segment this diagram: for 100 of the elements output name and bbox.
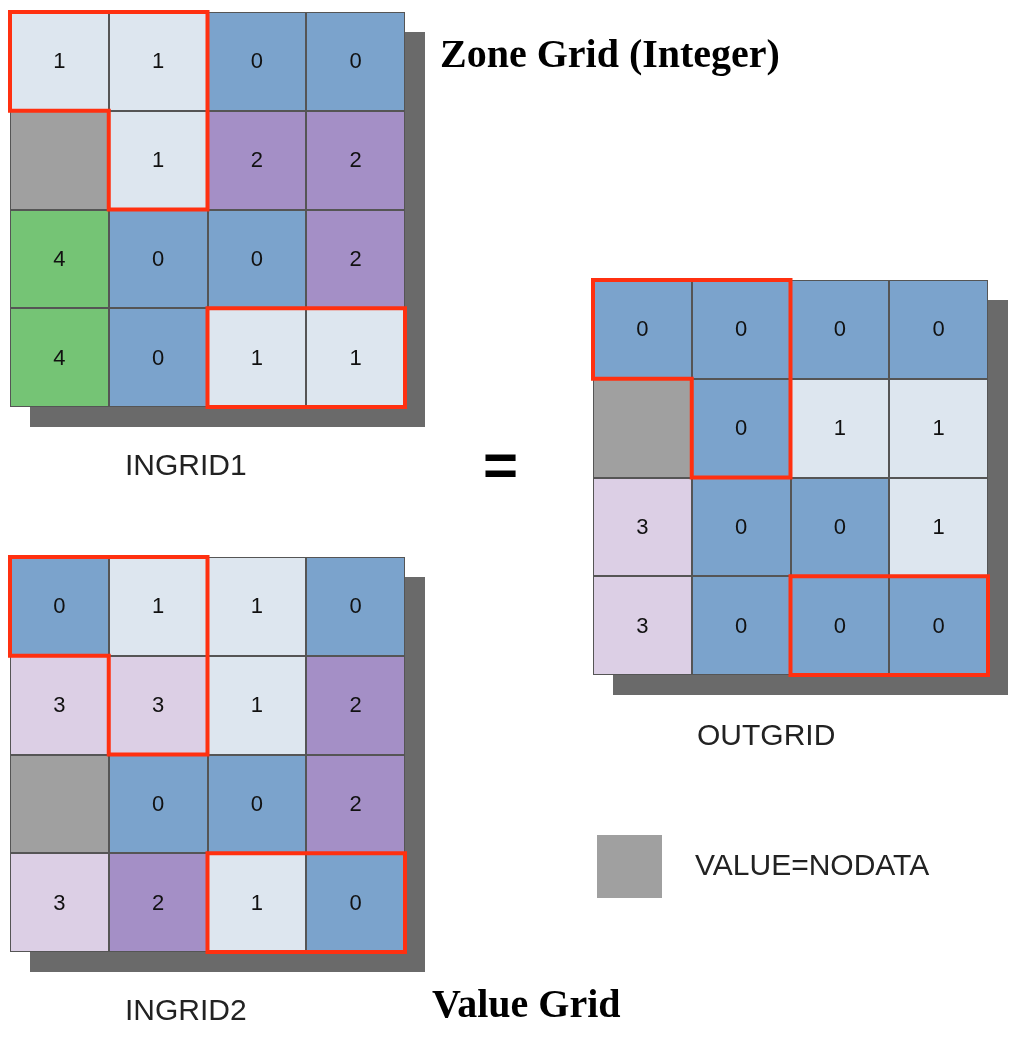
grid-title: Zone Grid (Integer) — [440, 30, 780, 77]
cell-value: 1 — [53, 48, 66, 75]
grid-cell — [207, 557, 307, 656]
grid-cell — [10, 853, 109, 952]
grid-cell — [207, 308, 307, 407]
grid-cell — [306, 557, 405, 656]
grid-cell — [108, 12, 208, 111]
grid-cell — [306, 655, 405, 755]
grid-cell — [306, 209, 405, 309]
legend-label: VALUE=NODATA — [695, 848, 930, 882]
grid-cell — [889, 477, 988, 577]
grid-title: Value Grid — [432, 980, 621, 1027]
cell-value: 1 — [833, 415, 846, 442]
grid-cell — [10, 12, 109, 111]
cell-value: 1 — [250, 692, 263, 719]
cell-value: 0 — [735, 513, 748, 540]
cell-value: 3 — [636, 612, 649, 639]
grid-cell — [691, 280, 791, 379]
cell-value: 0 — [833, 316, 846, 343]
cell-value: 1 — [152, 147, 165, 174]
cell-value: 2 — [349, 147, 362, 174]
cell-value: 3 — [53, 889, 66, 916]
grid-cell — [691, 378, 791, 478]
grid-cell — [593, 477, 692, 577]
grid-cell — [889, 576, 988, 675]
grid-cell — [691, 477, 791, 577]
grid-cell — [108, 557, 208, 656]
cell-value: 0 — [735, 316, 748, 343]
cell-value: 2 — [349, 790, 362, 817]
grid-cell — [108, 655, 208, 755]
grid-cell — [306, 754, 405, 854]
cell-value: 1 — [250, 593, 263, 620]
grid-cell — [889, 280, 988, 379]
nodata-cell — [10, 110, 109, 210]
cell-value: 2 — [250, 147, 263, 174]
cell-value: 0 — [636, 316, 649, 343]
grid-cell — [306, 12, 405, 111]
cell-value: 0 — [833, 612, 846, 639]
cell-value: 0 — [250, 790, 263, 817]
cell-value: 0 — [833, 513, 846, 540]
cell-value: 0 — [152, 344, 165, 371]
cell-value: 2 — [349, 245, 362, 272]
grid-cell — [10, 557, 109, 656]
grid-cell — [790, 280, 890, 379]
cell-value: 2 — [152, 889, 165, 916]
cell-value: 2 — [349, 692, 362, 719]
cell-value: 3 — [53, 692, 66, 719]
grid-cell — [108, 853, 208, 952]
grid-caption: INGRID2 — [125, 993, 247, 1027]
cell-value: 4 — [53, 344, 66, 371]
cell-value: 0 — [349, 889, 362, 916]
cell-value: 0 — [349, 593, 362, 620]
cell-value: 1 — [250, 889, 263, 916]
grid-cell — [790, 477, 890, 577]
grid-cell — [593, 280, 692, 379]
cell-value: 1 — [152, 593, 165, 620]
grid-cell — [207, 853, 307, 952]
cell-value: 1 — [932, 513, 945, 540]
grid-cell — [10, 209, 109, 309]
cell-value: 3 — [152, 692, 165, 719]
grid-cell — [108, 110, 208, 210]
cell-value: 0 — [250, 48, 263, 75]
grid-cell — [108, 754, 208, 854]
cell-value: 4 — [53, 245, 66, 272]
nodata-cell — [10, 754, 109, 854]
grid-cell — [593, 576, 692, 675]
grid-cell — [207, 754, 307, 854]
grid-cell — [108, 209, 208, 309]
equals-sign: = — [483, 430, 519, 499]
grid-caption: OUTGRID — [697, 718, 836, 752]
grid-cell — [306, 308, 405, 407]
grid-cell — [108, 308, 208, 407]
grid-cell — [207, 12, 307, 111]
cell-value: 1 — [349, 344, 362, 371]
grid-cell — [10, 308, 109, 407]
cell-value: 0 — [735, 415, 748, 442]
cell-value: 0 — [349, 48, 362, 75]
cell-value: 1 — [932, 415, 945, 442]
cell-value: 0 — [152, 245, 165, 272]
grid-cell — [10, 655, 109, 755]
cell-value: 3 — [636, 513, 649, 540]
cell-value: 0 — [152, 790, 165, 817]
grid-cell — [306, 110, 405, 210]
cell-value: 1 — [250, 344, 263, 371]
grid-cell — [207, 110, 307, 210]
grid-cell — [790, 576, 890, 675]
cell-value: 0 — [250, 245, 263, 272]
cell-value: 0 — [53, 593, 66, 620]
grid-cell — [207, 209, 307, 309]
grid-cell — [691, 576, 791, 675]
cell-value: 1 — [152, 48, 165, 75]
cell-value: 0 — [735, 612, 748, 639]
nodata-cell — [593, 378, 692, 478]
grid-cell — [889, 378, 988, 478]
grid-caption: INGRID1 — [125, 448, 247, 482]
cell-value: 0 — [932, 612, 945, 639]
grid-cell — [790, 378, 890, 478]
grid-cell — [207, 655, 307, 755]
cell-value: 0 — [932, 316, 945, 343]
grid-cell — [306, 853, 405, 952]
